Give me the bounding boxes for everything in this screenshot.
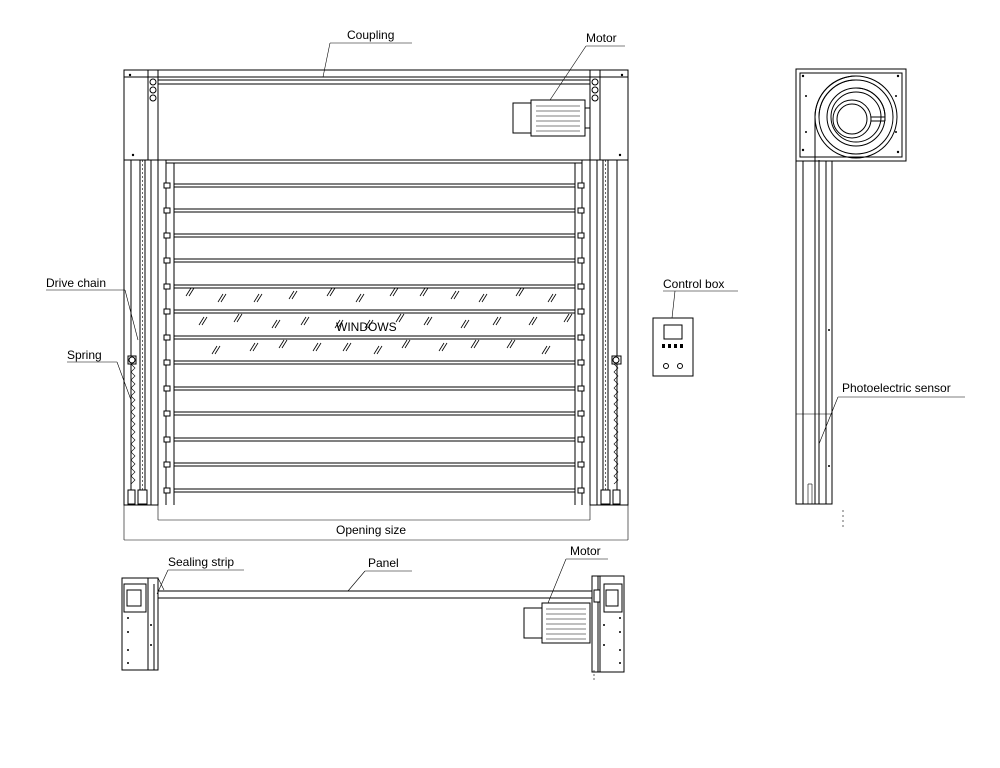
- left-bearing-plate: [123, 69, 159, 161]
- photoelectric-sensor-label: Photoelectric sensor: [842, 381, 951, 395]
- opening-size-dimension: [123, 505, 629, 541]
- front-view: WINDOWS Opening size Coupling Motor Driv…: [46, 28, 629, 541]
- control-box-icon: [652, 317, 694, 377]
- door-slats: [163, 182, 585, 494]
- motor-front-icon: [512, 99, 591, 137]
- door-curtain: [165, 160, 583, 505]
- spring-label: Spring: [67, 348, 102, 362]
- drive-chain-label: Drive chain: [46, 276, 106, 290]
- coupling-label: Coupling: [347, 28, 394, 42]
- left-guide-rail: [123, 159, 159, 506]
- windows-label: WINDOWS: [336, 320, 397, 334]
- right-bearing-plate: [589, 69, 629, 161]
- motor-front-label: Motor: [586, 31, 617, 45]
- panel-label: Panel: [368, 556, 399, 570]
- left-spring: [130, 363, 136, 485]
- opening-size-label: Opening size: [336, 523, 406, 537]
- motor-top-icon: [523, 602, 591, 644]
- window-glass-hatching: [185, 287, 573, 355]
- control-box-label: Control box: [663, 277, 724, 291]
- side-view: [795, 68, 907, 530]
- right-guide-rail: [589, 159, 629, 506]
- sealing-strip-label: Sealing strip: [168, 555, 234, 569]
- motor-top-label: Motor: [570, 544, 601, 558]
- top-view: [121, 575, 625, 682]
- right-spring: [613, 363, 619, 485]
